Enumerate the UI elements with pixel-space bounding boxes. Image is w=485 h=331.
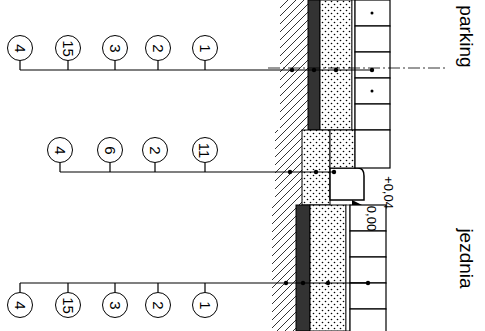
callout-number: 15 [61, 40, 76, 57]
callout-number: 2 [151, 44, 166, 52]
level-mark: 0,00 [365, 205, 378, 230]
callout-circle: 4 [7, 292, 33, 318]
callout-circle: 4 [7, 35, 33, 61]
callout-circle: 2 [145, 292, 171, 318]
callout-number: 3 [108, 44, 123, 52]
callout-circle: 15 [55, 292, 81, 318]
callout-number: 4 [13, 44, 28, 52]
level-mark: +0,04 [381, 176, 394, 209]
callout-circle: 2 [145, 35, 171, 61]
callout-number: 3 [108, 301, 123, 309]
callout-circle: 3 [102, 292, 128, 318]
callout-number: 1 [198, 301, 213, 309]
callout-number: 4 [53, 146, 68, 154]
callout-number: 6 [103, 146, 118, 154]
callout-number: 2 [148, 146, 163, 154]
callout-number: 4 [13, 301, 28, 309]
callout-circle: 6 [97, 137, 123, 163]
callout-circle: 15 [55, 35, 81, 61]
callout-circle: 1 [192, 292, 218, 318]
area-name: parking [457, 5, 476, 67]
callout-circle: 3 [102, 35, 128, 61]
callout-circle: 4 [47, 137, 73, 163]
callout-number: 15 [61, 297, 76, 314]
callout-circle: 1 [192, 35, 218, 61]
area-name: jezdnia [457, 228, 476, 288]
callout-number: 11 [197, 142, 212, 158]
callout-number: 1 [198, 44, 213, 52]
callout-number: 2 [151, 301, 166, 309]
callout-circle: 2 [142, 137, 168, 163]
callout-circle: 11 [192, 137, 218, 163]
